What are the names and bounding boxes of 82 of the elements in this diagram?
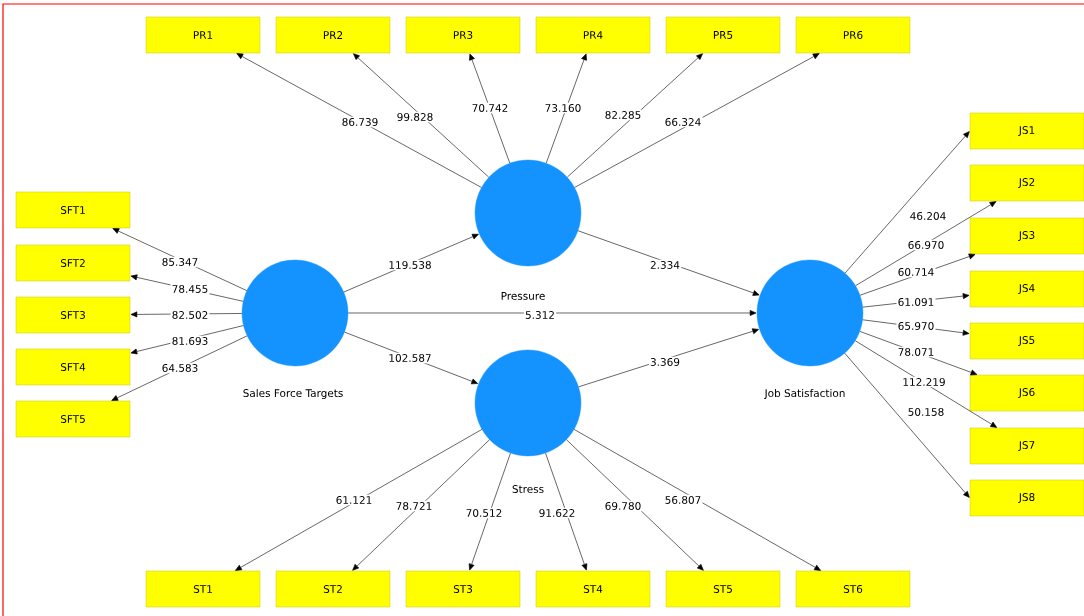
arrow	[111, 335, 248, 401]
edge-label: 85.347	[160, 256, 200, 268]
edge-label: 69.780	[603, 500, 643, 512]
indicator-box: PR4	[535, 16, 651, 54]
indicator-box: ST3	[405, 570, 521, 608]
indicator-box: JS5	[969, 322, 1084, 360]
arrow	[578, 328, 759, 388]
arrow	[545, 53, 587, 164]
edge-label: 56.807	[663, 494, 703, 506]
edge-label: 119.538	[387, 259, 433, 271]
arrow	[844, 131, 970, 274]
edge-label: 78.071	[896, 346, 936, 358]
edge-label: 102.587	[387, 352, 433, 364]
indicator-box: JS2	[969, 164, 1084, 202]
arrow	[844, 352, 970, 498]
indicator-box: PR3	[405, 16, 521, 54]
arrow	[236, 53, 482, 188]
arrow	[469, 53, 511, 164]
edge-label: 50.158	[906, 406, 946, 418]
indicator-box: JS4	[969, 270, 1084, 308]
edge-label: 66.324	[663, 116, 703, 128]
indicator-box: ST2	[275, 570, 391, 608]
edge-label: 46.204	[908, 210, 948, 222]
edge-label: 78.455	[170, 283, 210, 295]
arrow	[573, 429, 821, 571]
arrow	[235, 429, 483, 571]
indicator-box: ST4	[535, 570, 651, 608]
construct-label: Sales Force Targets	[243, 388, 343, 400]
indicator-box: JS6	[969, 374, 1084, 412]
arrow	[347, 310, 757, 316]
arrow	[859, 253, 976, 296]
indicator-box: JS3	[969, 217, 1084, 255]
edge-label: 81.693	[170, 335, 210, 347]
arrow	[855, 340, 997, 428]
edge-label: 73.160	[543, 102, 583, 114]
construct-label: Job Satisfaction	[764, 389, 845, 399]
indicator-box: JS7	[969, 427, 1084, 465]
arrow	[112, 228, 248, 291]
indicator-box: PR1	[145, 16, 261, 54]
indicator-box: PR2	[275, 16, 391, 54]
indicator-box: ST6	[795, 570, 911, 608]
edge-label: 91.622	[537, 507, 577, 519]
construct-label: Stress	[512, 485, 544, 493]
arrow	[577, 230, 760, 296]
indicator-box: JS1	[969, 112, 1084, 150]
edge-label: 60.714	[896, 266, 936, 278]
edge-label: 3.369	[648, 356, 682, 368]
edge-label: 61.121	[334, 494, 374, 506]
arrow	[352, 439, 490, 571]
edge-label: 70.512	[464, 507, 504, 519]
indicator-box: SFT2	[15, 244, 131, 282]
arrow	[353, 53, 489, 178]
indicator-box: JS8	[969, 479, 1084, 517]
edge-label: 86.739	[340, 116, 380, 128]
indicator-box: SFT5	[15, 400, 131, 438]
arrow	[855, 201, 997, 286]
edge-label: 82.285	[603, 109, 643, 121]
edge-label: 66.970	[906, 239, 946, 251]
arrow	[468, 452, 511, 571]
indicator-box: PR6	[795, 16, 911, 54]
edge-label: 99.828	[395, 111, 435, 123]
edge-label: 61.091	[896, 296, 936, 308]
edge-label: 2.334	[648, 259, 682, 271]
indicator-box: SFT3	[15, 296, 131, 334]
arrow	[545, 452, 588, 571]
construct-label: Pressure	[501, 292, 545, 300]
arrow	[344, 331, 478, 385]
edge-label: 64.583	[160, 362, 200, 374]
edge-label: 70.742	[470, 102, 510, 114]
indicator-box: ST5	[665, 570, 781, 608]
edge-label: 5.312	[523, 309, 557, 321]
indicator-box: PR5	[665, 16, 781, 54]
edge-label: 78.721	[394, 500, 434, 512]
arrow	[567, 53, 703, 178]
indicator-box: ST1	[145, 570, 261, 608]
arrow	[574, 53, 820, 188]
edge-label: 82.502	[170, 309, 210, 321]
arrow	[566, 439, 704, 571]
indicator-box: SFT4	[15, 348, 131, 386]
indicator-box: SFT1	[15, 191, 131, 229]
edge-label: 65.970	[896, 320, 936, 332]
edge-label: 112.219	[901, 376, 947, 388]
